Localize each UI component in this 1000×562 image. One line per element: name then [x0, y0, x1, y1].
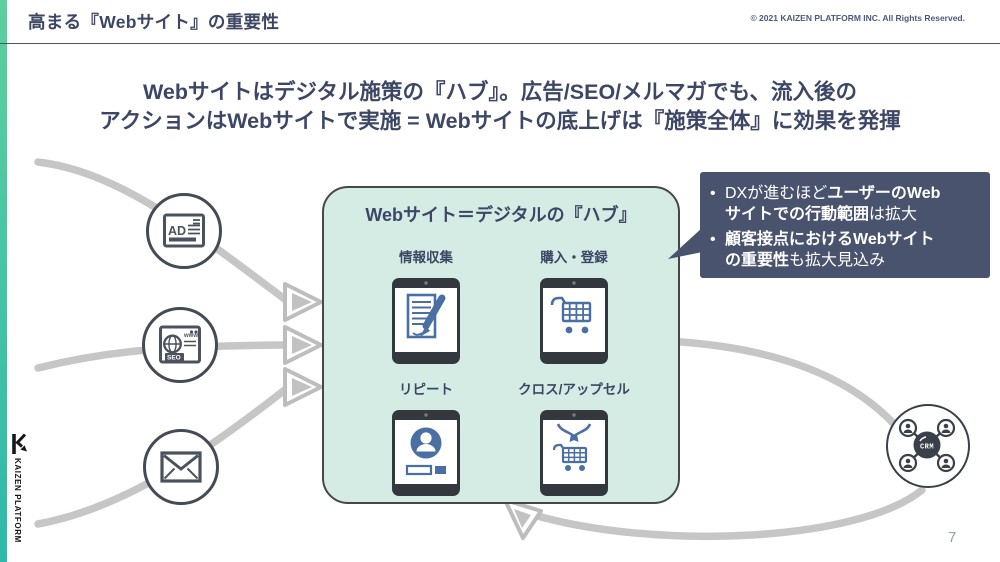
header-divider: [0, 43, 1000, 44]
arrowhead-icon: [514, 509, 531, 528]
arrowhead-icon: [283, 325, 323, 365]
arrowhead-icon: [292, 293, 312, 311]
bullet-text-bold: 顧客接点におけるWebサイトの重要性: [725, 231, 935, 269]
headline-line1: Webサイトはデジタル施策の『ハブ』。広告/SEO/メルマガでも、流入後の: [142, 80, 858, 104]
callout-bullet-text: DXが進むほどユーザーのWebサイトでの行動範囲は拡大: [725, 183, 947, 225]
seo-label: SEO: [167, 355, 181, 362]
logo-wordmark: KAIZEN PLATFORM: [13, 458, 22, 543]
bullet-icon: •: [710, 231, 716, 248]
page-title: 高まる『Webサイト』の重要性: [28, 12, 280, 32]
cross-upsell-cart-tablet-icon: [540, 410, 608, 496]
kaizen-platform-logo: KAIZEN PLATFORM: [9, 431, 33, 543]
crm-label: CRM: [920, 444, 934, 452]
user-profile-tablet-icon: [392, 410, 460, 496]
hub-item-repeat: リピート: [352, 378, 500, 497]
seo-browser-icon: www SEO: [159, 325, 201, 364]
arrowhead-icon: [292, 336, 312, 354]
arrowhead-icon: [503, 498, 543, 540]
kaizen-k-icon: [12, 433, 27, 454]
callout-bullet-1: • DXが進むほどユーザーのWebサイトでの行動範囲は拡大: [710, 183, 978, 225]
copyright-text: © 2021 KAIZEN PLATFORM INC. All Rights R…: [750, 13, 965, 23]
bullet-text-normal: も拡大見込み: [789, 252, 886, 269]
arrowhead-icon: [292, 378, 312, 396]
callout-bullet-text: 顧客接点におけるWebサイトの重要性も拡大見込み: [725, 229, 947, 271]
hub-item-cross-upsell: クロス/アップセル: [500, 378, 648, 497]
arrowhead-icon: [283, 282, 323, 322]
accent-bar: [0, 0, 7, 562]
shopping-cart-tablet-icon: [540, 278, 608, 364]
arrowhead-icon: [283, 367, 323, 407]
hub-item-purchase-register: 購入・登録: [500, 246, 648, 365]
crm-circle: CRM: [886, 404, 970, 488]
mail-icon: [160, 451, 202, 483]
crm-network-icon: CRM: [899, 419, 956, 473]
www-label: www: [183, 333, 198, 339]
callout-bullet-2: • 顧客接点におけるWebサイトの重要性も拡大見込み: [710, 229, 978, 271]
bullet-icon: •: [710, 185, 716, 202]
seo-source-circle: www SEO: [142, 307, 218, 383]
bullet-text-normal: DXが進むほど: [725, 185, 828, 202]
page-number: 7: [948, 529, 957, 546]
bullet-text-normal: は拡大: [869, 206, 918, 223]
document-pen-tablet-icon: [392, 278, 460, 364]
website-hub-box: Webサイト＝デジタルの『ハブ』 情報収集 購入・登録: [322, 186, 680, 504]
ad-browser-icon: AD: [163, 213, 205, 248]
bullet-text-bold: ユーザーのWebサイトでの行動範囲: [725, 185, 941, 223]
headline: Webサイトはデジタル施策の『ハブ』。広告/SEO/メルマガでも、流入後の アク…: [0, 78, 1000, 136]
hub-box-title: Webサイト＝デジタルの『ハブ』: [365, 205, 637, 225]
ad-label: AD: [168, 224, 186, 238]
dx-callout: • DXが進むほどユーザーのWebサイトでの行動範囲は拡大 • 顧客接点における…: [700, 172, 990, 278]
hub-item-label: リピート: [399, 382, 453, 397]
hub-item-label: クロス/アップセル: [518, 382, 630, 397]
arrow-to-crm: [677, 338, 898, 428]
hub-item-label: 購入・登録: [540, 250, 608, 265]
hub-item-information-gathering: 情報収集: [352, 246, 500, 365]
mail-source-circle: [143, 429, 219, 505]
hub-item-label: 情報収集: [399, 250, 453, 265]
headline-line2: アクションはWebサイトで実施 = Webサイトの底上げは『施策全体』に効果を発…: [99, 109, 901, 133]
ad-source-circle: AD: [146, 193, 222, 269]
